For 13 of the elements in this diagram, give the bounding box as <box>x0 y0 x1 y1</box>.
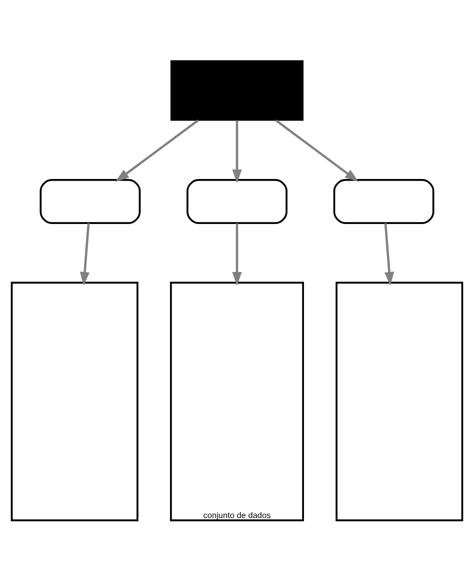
node-box <box>186 179 288 224</box>
arrow <box>115 119 199 182</box>
node-box <box>40 179 141 224</box>
arrow <box>384 223 394 286</box>
arrow <box>80 223 90 286</box>
node-box: conjunto de dados <box>170 282 304 522</box>
node-box <box>336 282 464 522</box>
node-box <box>333 179 434 224</box>
arrow <box>275 119 359 182</box>
arrow <box>232 120 242 184</box>
arrow <box>232 223 242 286</box>
node-box <box>10 282 138 522</box>
node-box <box>170 60 304 121</box>
